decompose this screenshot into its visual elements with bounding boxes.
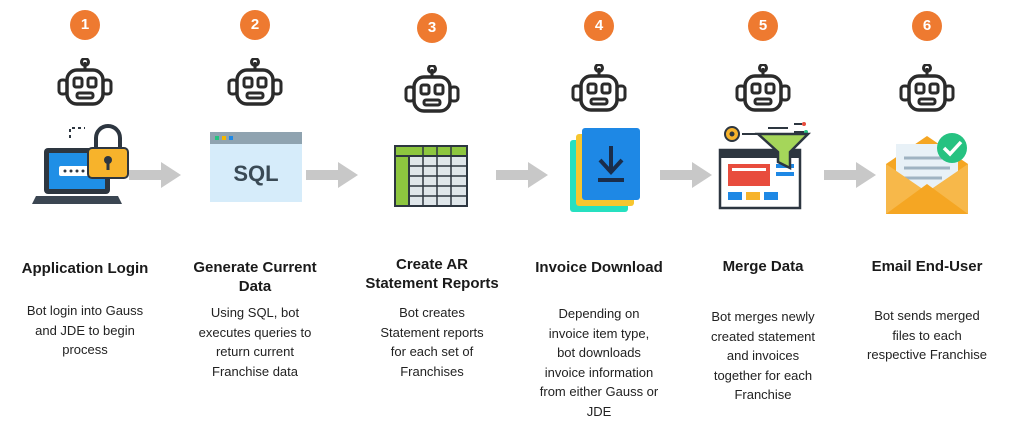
step-title: Email End-User [871, 258, 983, 275]
flow-arrow [824, 162, 876, 188]
step-5: 5 Merge Data Bot merges newly created st… [688, 0, 838, 421]
robot-icon [227, 58, 283, 106]
step-description: Bot creates Statement reports for each s… [380, 305, 484, 379]
step-number-badge: 2 [240, 10, 270, 40]
robot-icon [899, 64, 955, 112]
document-download-icon [570, 128, 640, 212]
robot-icon [57, 58, 113, 106]
laptop-lock-icon [32, 124, 129, 204]
step-title: Merge Data [722, 258, 804, 275]
step-number-badge: 3 [417, 13, 447, 43]
email-check-icon [886, 133, 968, 214]
robot-icon [571, 64, 627, 112]
step-number-badge: 1 [70, 10, 100, 40]
flow-arrow [496, 162, 548, 188]
flow-arrow [660, 162, 712, 188]
step-description: Bot sends merged files to each respectiv… [867, 308, 987, 362]
flow-arrow [129, 162, 181, 188]
sql-window-icon: SQL [210, 132, 302, 202]
step-description: Depending on invoice item type, bot down… [539, 306, 659, 419]
step-title: Generate Current Data [193, 259, 317, 295]
step-description: Bot merges newly created statement and i… [710, 309, 816, 402]
step-description: Bot login into Gauss and JDE to begin pr… [26, 303, 144, 357]
robot-icon [735, 64, 791, 112]
step-3: 3 Create AR Statement Reports Bot create… [357, 0, 507, 421]
step-number-badge: 6 [912, 11, 942, 41]
step-number-badge: 5 [748, 11, 778, 41]
step-title: Application Login [21, 260, 149, 277]
spreadsheet-icon [394, 145, 468, 207]
svg-text:SQL: SQL [233, 161, 278, 186]
step-4: 4 Invoice Download Depending on invoice … [524, 0, 674, 421]
step-title: Invoice Download [535, 259, 663, 276]
step-title: Create AR Statement Reports [365, 256, 499, 292]
merge-funnel-icon [718, 122, 812, 210]
step-2: 2 SQL Generate Current Data Using SQL, b… [180, 0, 330, 421]
step-number-badge: 4 [584, 11, 614, 41]
robot-icon [404, 65, 460, 113]
step-6: 6 Email End-User Bot sends merged files … [852, 0, 1002, 421]
step-1: 1 Application Login Bot login into Gauss… [10, 0, 160, 421]
step-description: Using SQL, bot executes queries to retur… [198, 305, 312, 379]
flow-arrow [306, 162, 358, 188]
